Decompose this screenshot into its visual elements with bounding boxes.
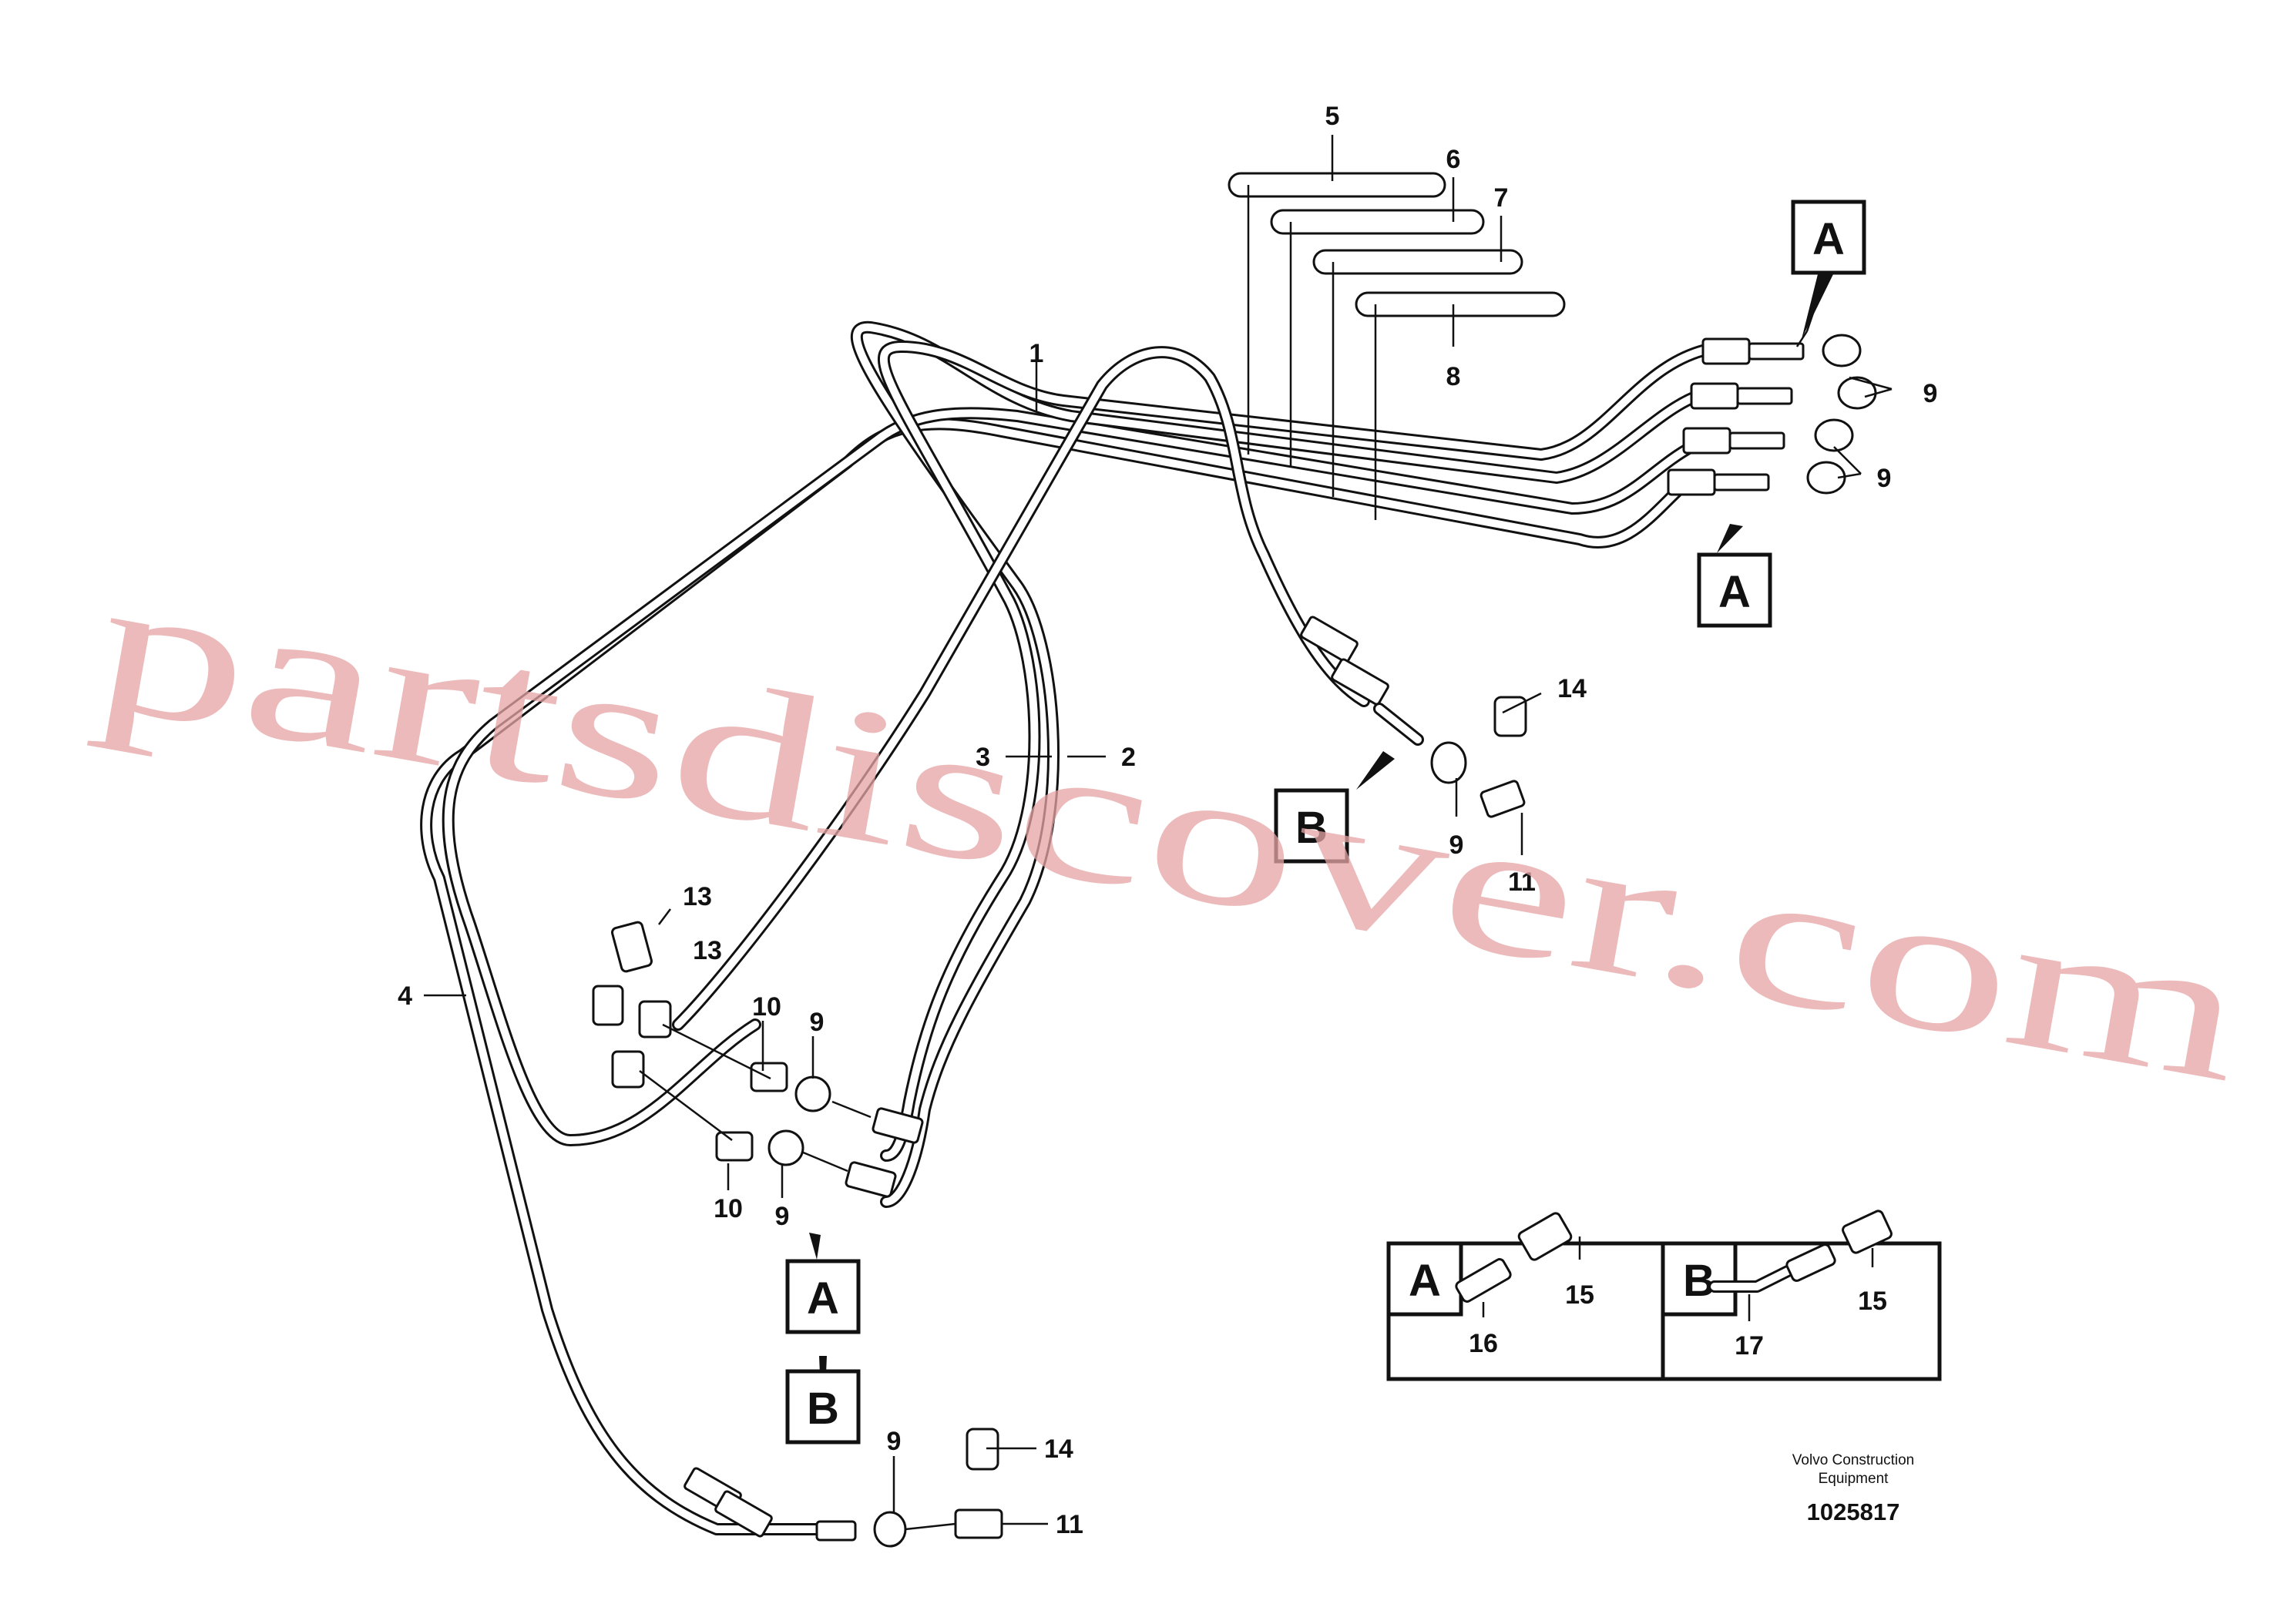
drawing-number: 1025817 [1807, 1498, 1900, 1525]
label-9-left-top: 9 [810, 1008, 825, 1037]
svg-text:A: A [1718, 567, 1751, 617]
callout-b-bottom: B [785, 1369, 861, 1444]
b-fittings-lower [683, 1428, 1003, 1548]
label-11-upper: 11 [1508, 867, 1536, 897]
label-15-b: 15 [1858, 1287, 1887, 1316]
sleeve-5 [1228, 172, 1446, 198]
label-10-top: 10 [752, 992, 781, 1022]
label-3: 3 [976, 743, 990, 772]
svg-text:A: A [807, 1273, 839, 1324]
inset-a-label: A [1409, 1256, 1441, 1306]
label-17: 17 [1735, 1331, 1764, 1361]
label-13-top: 13 [683, 882, 712, 911]
label-14-lower: 14 [1044, 1434, 1073, 1464]
brand-line-1: Volvo Construction [1792, 1452, 1914, 1468]
svg-text:A: A [1812, 214, 1845, 264]
sleeve-6 [1270, 209, 1485, 235]
sleeve-7 [1312, 249, 1523, 275]
cap-icon [1822, 334, 1862, 367]
label-4: 4 [398, 981, 412, 1011]
brand-line-2: Equipment [1819, 1471, 1889, 1487]
a-fittings-lower [592, 921, 924, 1198]
label-7: 7 [1494, 183, 1509, 213]
label-2: 2 [1121, 743, 1136, 772]
label-15-a: 15 [1565, 1280, 1594, 1310]
label-16: 16 [1469, 1329, 1498, 1358]
callout-a-bottom: A [785, 1259, 861, 1334]
svg-text:B: B [1295, 803, 1328, 853]
label-6: 6 [1446, 145, 1461, 174]
label-14-upper: 14 [1557, 674, 1587, 703]
hose-assembly [420, 320, 1709, 1535]
label-9-left-bottom: 9 [775, 1202, 790, 1231]
label-13-mid: 13 [693, 936, 722, 965]
callout-a-top: A [1791, 200, 1866, 275]
svg-text:B: B [807, 1384, 839, 1434]
label-8: 8 [1446, 362, 1461, 391]
label-11-lower: 11 [1056, 1510, 1083, 1539]
label-9-mid: 9 [1449, 830, 1464, 860]
detail-inset: A B 16 15 17 15 [1386, 1210, 1942, 1381]
callout-b-mid: B [1274, 788, 1349, 864]
label-9-bottom: 9 [887, 1427, 902, 1456]
right-fittings [1667, 334, 1877, 496]
label-9-right-bottom: 9 [1877, 464, 1892, 493]
drawing-footer: Volvo Construction Equipment 1025817 [1792, 1452, 1914, 1525]
spiral-sleeves [1228, 172, 1566, 520]
callouts: A A A B B [785, 200, 1866, 1444]
label-5: 5 [1325, 102, 1340, 131]
b-fittings-upper [1300, 616, 1527, 818]
sleeve-8 [1355, 291, 1566, 317]
cap-icon [1837, 376, 1877, 410]
cap-icon [1806, 461, 1846, 495]
part-labels: 5 6 7 8 1 3 2 4 9 9 14 9 11 13 13 10 9 1… [398, 102, 1937, 1539]
inset-b-label: B [1683, 1256, 1715, 1306]
cap-icon [1814, 418, 1854, 452]
label-10-bottom: 10 [714, 1194, 743, 1223]
callout-a-right: A [1697, 552, 1772, 628]
label-1: 1 [1029, 339, 1044, 368]
label-9-right-top: 9 [1923, 379, 1938, 408]
watermark-text: partsdiscover.com [82, 535, 2259, 1122]
